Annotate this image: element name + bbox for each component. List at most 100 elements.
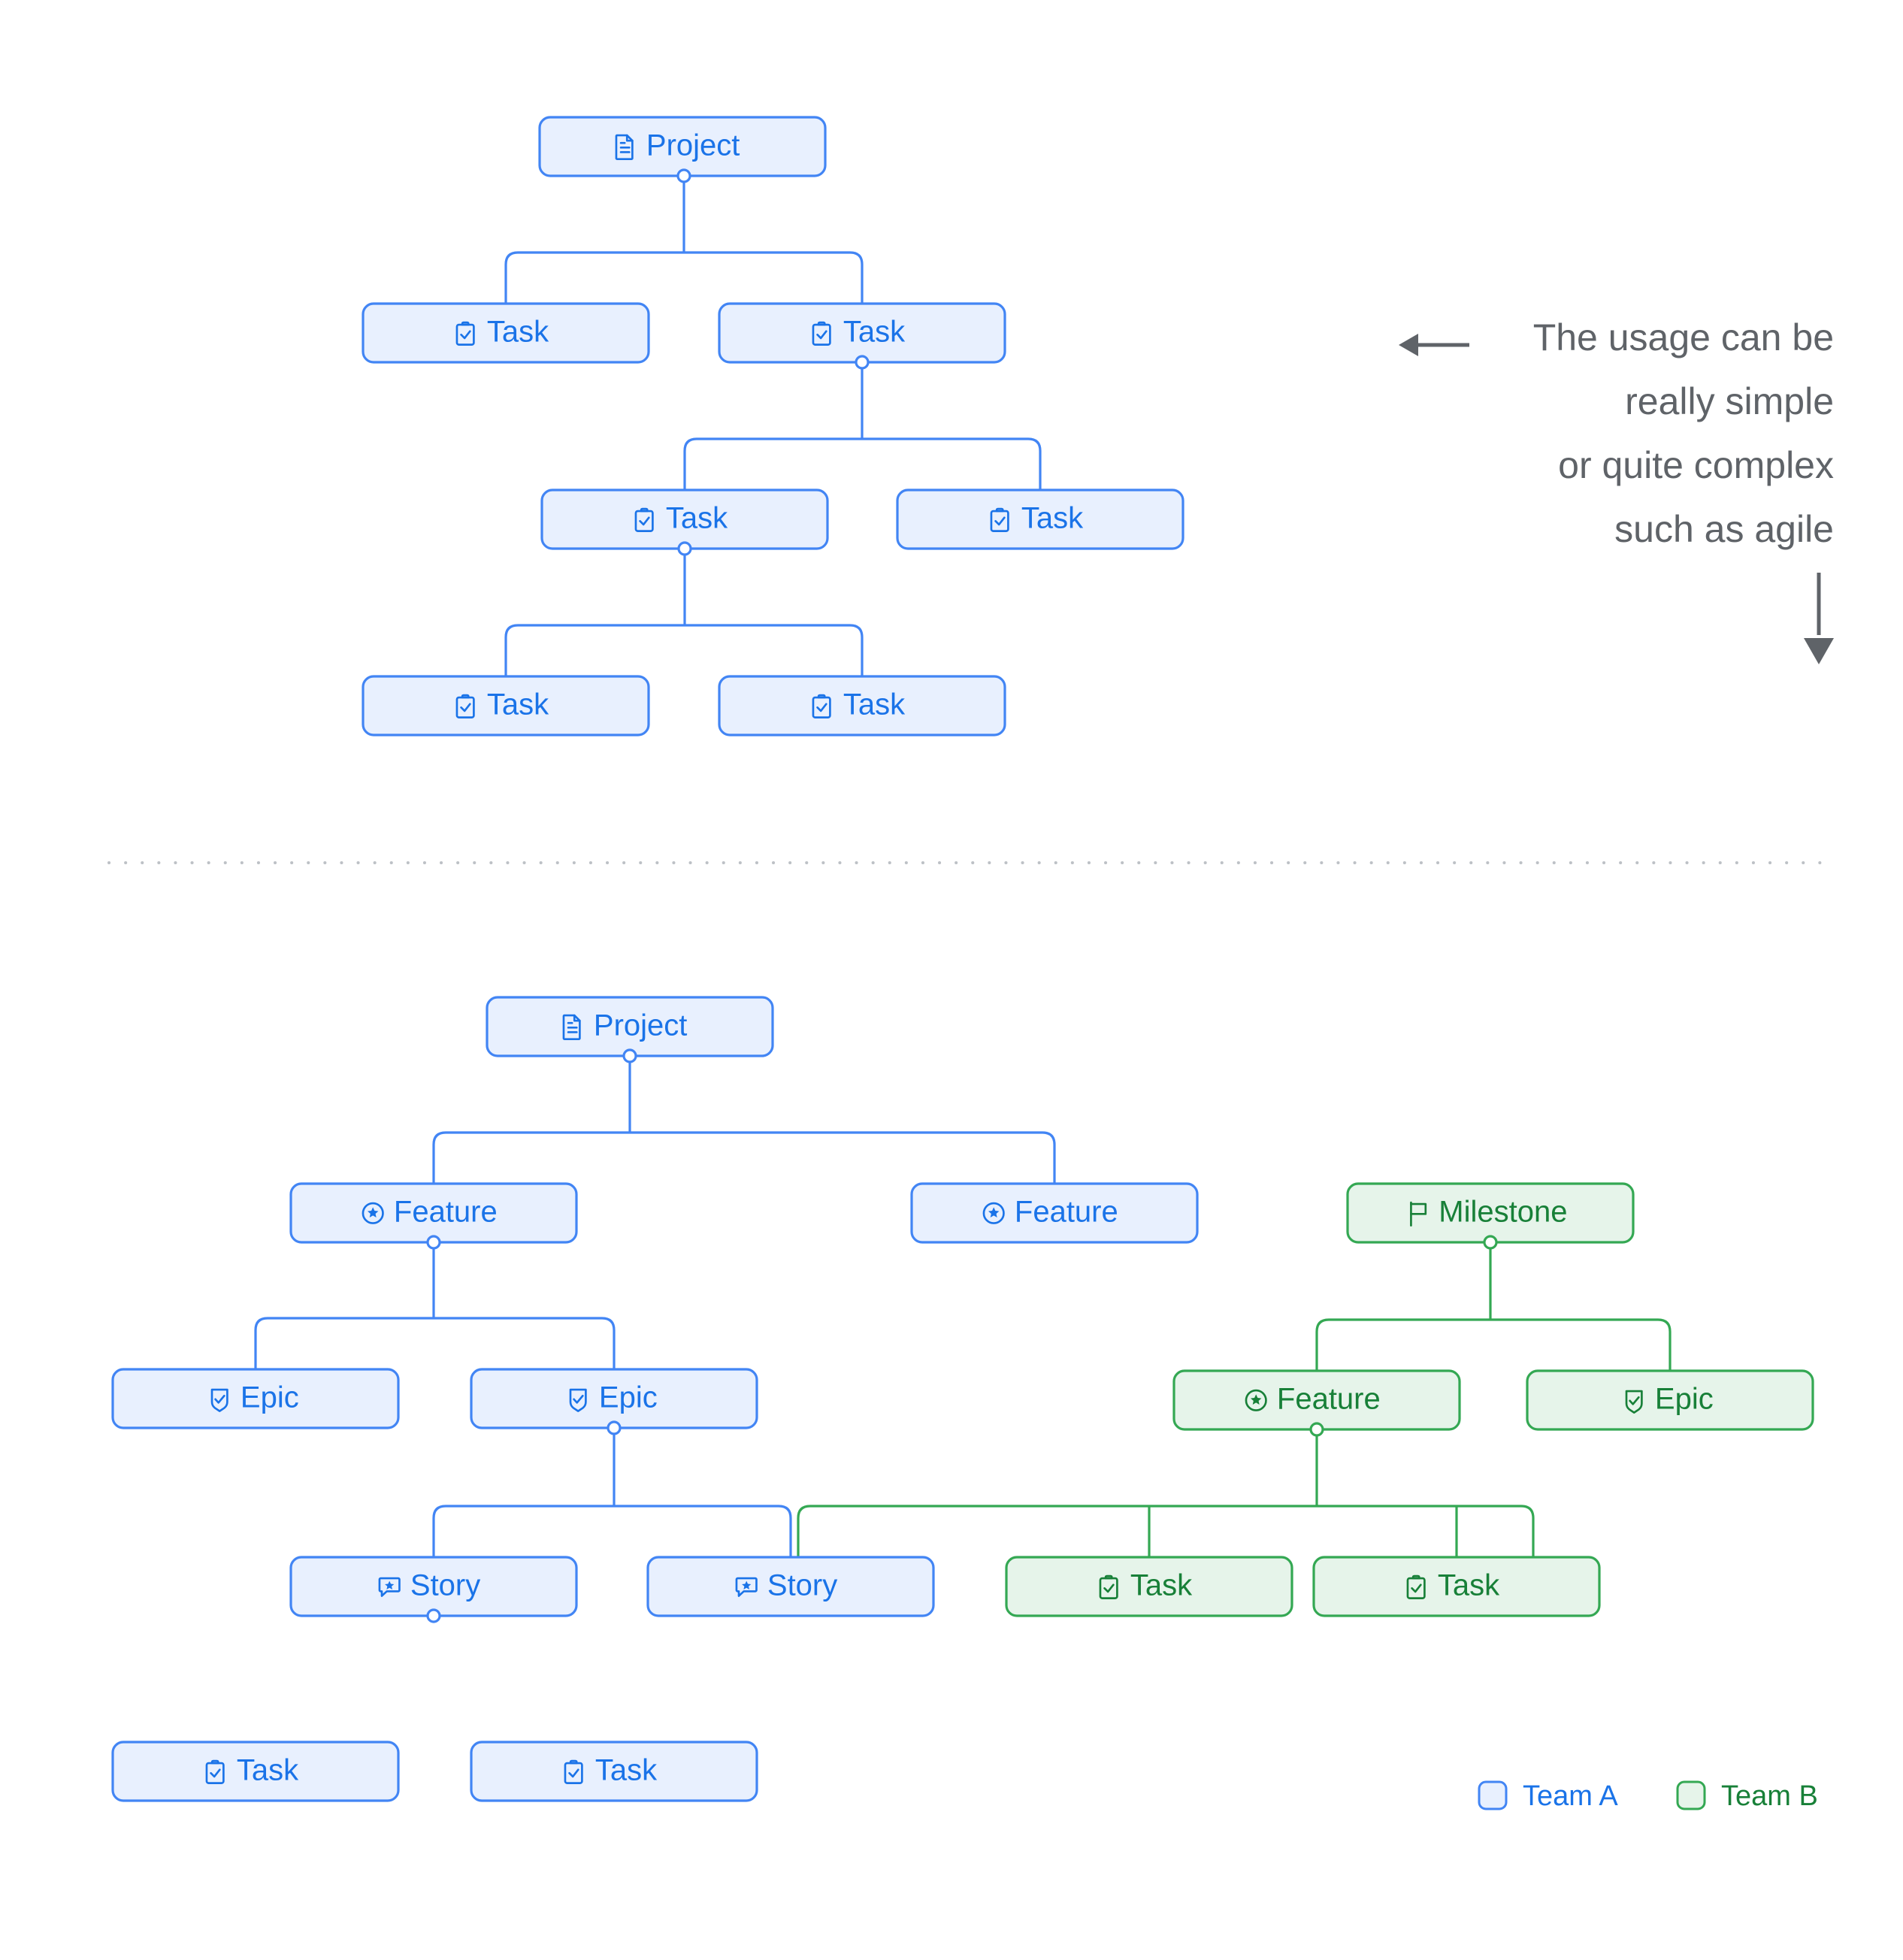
node-milestone[interactable]: Milestone xyxy=(1346,1182,1635,1250)
node-body[interactable] xyxy=(896,488,1184,550)
edge-branch xyxy=(504,624,519,676)
document-icon xyxy=(562,1014,581,1040)
node-body[interactable] xyxy=(470,1741,758,1802)
node-label: Feature xyxy=(1277,1383,1381,1416)
edge-branch xyxy=(849,251,864,304)
node-body[interactable] xyxy=(646,1556,935,1617)
edge-branch xyxy=(778,1505,792,1557)
edge-group xyxy=(1315,1242,1672,1371)
legend-item[interactable]: Team B xyxy=(1676,1780,1818,1812)
chat-star-icon xyxy=(735,1577,758,1597)
node-label: Project xyxy=(594,1009,688,1042)
edge-group xyxy=(504,176,864,304)
node-label: Task xyxy=(843,316,906,349)
clipboard-check-icon xyxy=(564,1759,583,1784)
legend-label: Team B xyxy=(1721,1780,1818,1812)
clipboard-check-icon xyxy=(1406,1574,1426,1599)
node-label: Epic xyxy=(241,1381,299,1414)
node-task[interactable]: Task xyxy=(362,675,650,737)
node-bottom-port xyxy=(622,1048,637,1063)
arrow-down-icon xyxy=(1804,573,1834,664)
node-task[interactable]: Task xyxy=(718,675,1006,737)
edge-branch xyxy=(432,1505,446,1557)
node-label: Story xyxy=(410,1569,480,1602)
node-body[interactable] xyxy=(111,1368,400,1429)
arrow-left-icon xyxy=(1399,334,1469,356)
node-epic[interactable]: Epic xyxy=(470,1368,758,1435)
node-label: Project xyxy=(646,129,740,162)
square-swatch-icon xyxy=(1478,1780,1508,1810)
node-label: Epic xyxy=(599,1381,658,1414)
shield-check-icon xyxy=(210,1388,228,1412)
node-bottom-port xyxy=(855,355,870,370)
node-task[interactable]: Task xyxy=(1312,1556,1601,1617)
simple-project-tree-edges xyxy=(504,176,1042,676)
node-epic[interactable]: Epic xyxy=(1526,1369,1814,1431)
shield-check-icon xyxy=(1625,1390,1643,1414)
edge-layer xyxy=(254,176,1672,1557)
edge-branch xyxy=(1657,1318,1672,1371)
edge-branch xyxy=(504,251,519,304)
edge-branch xyxy=(1520,1505,1535,1557)
node-story[interactable]: Story xyxy=(646,1556,935,1617)
edge-branch xyxy=(683,437,697,490)
annotation-line: really simple xyxy=(1625,380,1834,422)
node-body[interactable] xyxy=(1312,1556,1601,1617)
flag-icon xyxy=(1410,1201,1427,1227)
node-body[interactable] xyxy=(362,302,650,364)
legend: Team A Team B xyxy=(1478,1780,1818,1812)
edge-branch xyxy=(1315,1318,1330,1371)
node-feature[interactable]: Feature xyxy=(289,1182,578,1250)
clipboard-check-icon xyxy=(812,694,831,718)
node-body[interactable] xyxy=(718,675,1006,737)
node-body[interactable] xyxy=(910,1182,1199,1244)
star-circle-icon xyxy=(362,1202,384,1224)
annotation-line: such as agile xyxy=(1614,508,1834,550)
node-bottom-port xyxy=(426,1235,441,1250)
node-body[interactable] xyxy=(1526,1369,1814,1431)
clipboard-check-icon xyxy=(455,321,475,346)
node-story[interactable]: Story xyxy=(289,1556,578,1623)
node-label: Story xyxy=(767,1569,837,1602)
node-bottom-port xyxy=(677,541,692,556)
agile-project-tree-edges xyxy=(254,1056,1672,1557)
node-feature[interactable]: Feature xyxy=(910,1182,1199,1244)
node-task[interactable]: Task xyxy=(718,302,1006,370)
clipboard-check-icon xyxy=(990,507,1009,532)
node-label: Task xyxy=(487,688,549,721)
node-label: Task xyxy=(595,1754,658,1787)
node-label: Task xyxy=(666,502,728,535)
node-task[interactable]: Task xyxy=(540,488,829,556)
node-body[interactable] xyxy=(111,1741,400,1802)
star-circle-icon xyxy=(982,1202,1005,1224)
node-task[interactable]: Task xyxy=(111,1741,400,1802)
edge-branch xyxy=(1042,1131,1056,1184)
legend-item[interactable]: Team A xyxy=(1478,1780,1618,1812)
node-label: Task xyxy=(1438,1569,1500,1602)
node-epic[interactable]: Epic xyxy=(111,1368,400,1429)
node-project[interactable]: Project xyxy=(486,996,774,1063)
node-task[interactable]: Task xyxy=(896,488,1184,550)
node-task[interactable]: Task xyxy=(362,302,650,364)
edge-branch xyxy=(601,1317,616,1369)
clipboard-check-icon xyxy=(205,1759,225,1784)
edge-group xyxy=(254,1242,616,1369)
node-project[interactable]: Project xyxy=(538,116,827,183)
star-circle-icon xyxy=(1245,1389,1267,1411)
node-body[interactable] xyxy=(362,675,650,737)
edge-group xyxy=(432,1056,1056,1184)
node-feature[interactable]: Feature xyxy=(1172,1369,1461,1437)
edge-branch xyxy=(432,1131,446,1184)
node-body[interactable] xyxy=(1005,1556,1293,1617)
legend-label: Team A xyxy=(1523,1780,1618,1812)
annotation-line: The usage can be xyxy=(1533,316,1834,358)
node-bottom-port xyxy=(1483,1235,1498,1250)
node-label: Feature xyxy=(1015,1196,1118,1229)
node-task[interactable]: Task xyxy=(1005,1556,1293,1617)
node-task[interactable]: Task xyxy=(470,1741,758,1802)
node-bottom-port xyxy=(607,1420,622,1435)
